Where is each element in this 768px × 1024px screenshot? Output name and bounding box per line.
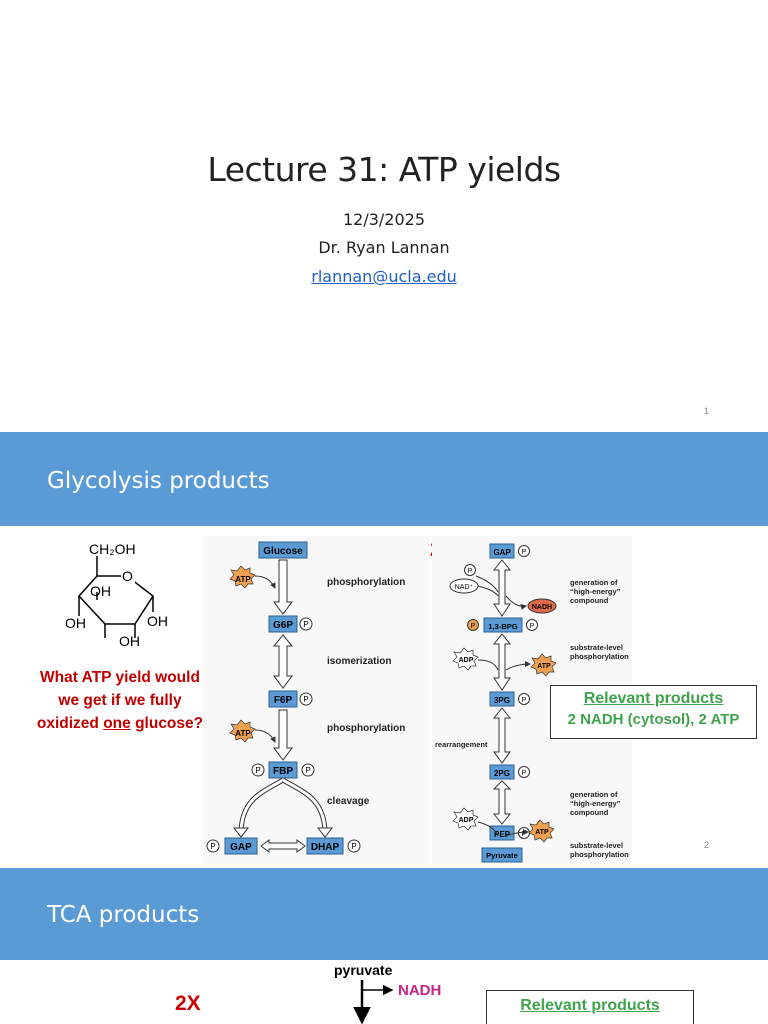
step-label: phosphorylation (327, 723, 405, 734)
slide-title: Glycolysis products (47, 468, 270, 494)
gap-box: GAP (230, 842, 252, 853)
step-label: “high-energy” (570, 799, 621, 808)
phosphate-label: P (303, 620, 308, 629)
glycolysis-slide: Glycolysis products O CH₂OH OH OH OH OH … (0, 432, 768, 868)
pyruvate-box: Pyruvate (486, 851, 518, 860)
ring-oxygen: O (122, 568, 133, 584)
relevant-products-title: Relevant products (583, 690, 724, 707)
nad-label: NAD⁺ (455, 584, 474, 591)
adp-label: ADP (459, 817, 474, 824)
phosphate-label: P (522, 697, 527, 704)
lecture-date: 12/3/2025 (342, 210, 426, 229)
tca-slide: TCA products 2X pyruvate NADH Relevant p… (0, 868, 768, 1024)
lecture-title: Lecture 31: ATP yields (207, 150, 561, 189)
atp-label: ATP (235, 575, 251, 584)
glucose-box: Glucose (263, 546, 303, 557)
question-line: glucose? (130, 715, 204, 732)
phosphate-label: P (530, 623, 535, 630)
relevant-products-title: Relevant products (520, 997, 660, 1014)
step-label: phosphorylation (327, 577, 405, 588)
step-label: rearrangement (435, 740, 488, 749)
oh-label: OH (119, 633, 140, 646)
fbp-box: FBP (273, 766, 293, 777)
question-line: we get if we fully (58, 692, 182, 709)
lecture-author: Dr. Ryan Lannan (318, 238, 450, 257)
bpg-box: 1,3-BPG (488, 622, 517, 631)
oh-label: OH (147, 613, 168, 629)
dhap-box: DHAP (311, 842, 340, 853)
phosphate-label: P (522, 549, 527, 556)
adp-label: ADP (459, 657, 474, 664)
phosphate-label: P (210, 842, 215, 851)
tca-diagram: pyruvate NADH (334, 962, 441, 1024)
step-label: cleavage (327, 796, 370, 807)
step-label: isomerization (327, 656, 391, 667)
g6p-box: G6P (273, 620, 293, 631)
oh-label: OH (90, 583, 111, 599)
slide-title: TCA products (47, 902, 200, 928)
slide-header-band: TCA products (0, 868, 768, 960)
phosphate-label: P (255, 766, 260, 775)
step-label: substrate-level (570, 841, 623, 850)
f6p-box: F6P (274, 695, 293, 706)
ch2oh-label: CH₂OH (89, 541, 136, 557)
oh-label: OH (65, 615, 86, 631)
step-label: phosphorylation (570, 652, 629, 661)
phosphate-label: P (468, 568, 473, 575)
phosphate-label: P (471, 623, 476, 630)
atp-label: ATP (537, 663, 551, 670)
glycolysis-stage1-diagram: Glucose G6P F6P FBP GAP DHAP P P P P P P… (203, 536, 429, 864)
phosphate-label: P (522, 770, 527, 777)
question-text: What ATP yield would we get if we fully … (20, 666, 220, 735)
gap-box: GAP (493, 548, 511, 557)
pyruvate-label: pyruvate (334, 962, 393, 978)
slide-header-band: Glycolysis products (0, 432, 768, 526)
step-label: compound (570, 808, 609, 817)
step-label: compound (570, 596, 609, 605)
question-line: oxidized (36, 715, 104, 732)
phosphate-label: P (305, 766, 310, 775)
page-number: 1 (704, 406, 710, 416)
pep-box: PEP (494, 830, 511, 839)
step-label: generation of (570, 578, 618, 587)
phosphate-label: P (303, 695, 308, 704)
question-line: What ATP yield would (40, 669, 200, 686)
glucose-structure: O CH₂OH OH OH OH OH (65, 541, 168, 646)
title-slide: Lecture 31: ATP yields 12/3/2025 Dr. Rya… (0, 0, 768, 432)
step-label: generation of (570, 790, 618, 799)
3pg-box: 3PG (494, 696, 510, 705)
email-line: rlannan@ucla.edu (0, 267, 768, 286)
phosphate-label: P (351, 842, 356, 851)
atp-label: ATP (235, 729, 251, 738)
nadh-label: NADH (398, 982, 441, 999)
atp-label: ATP (535, 829, 549, 836)
page-number: 2 (704, 840, 710, 850)
relevant-products-box: Relevant products 2 NADH (cytosol), 2 AT… (550, 685, 757, 739)
step-label: “high-energy” (570, 587, 621, 596)
2pg-box: 2PG (494, 769, 510, 778)
step-label: substrate-level (570, 643, 623, 652)
relevant-products-body: 2 NADH (cytosol), 2 ATP (567, 711, 740, 728)
question-emphasis: one (103, 715, 131, 732)
multiplier-2x: 2X (175, 992, 201, 1015)
step-label: phosphorylation (570, 850, 629, 859)
email-link[interactable]: rlannan@ucla.edu (311, 267, 457, 286)
relevant-products-box: Relevant products (486, 990, 694, 1024)
nadh-label: NADH (532, 604, 552, 611)
